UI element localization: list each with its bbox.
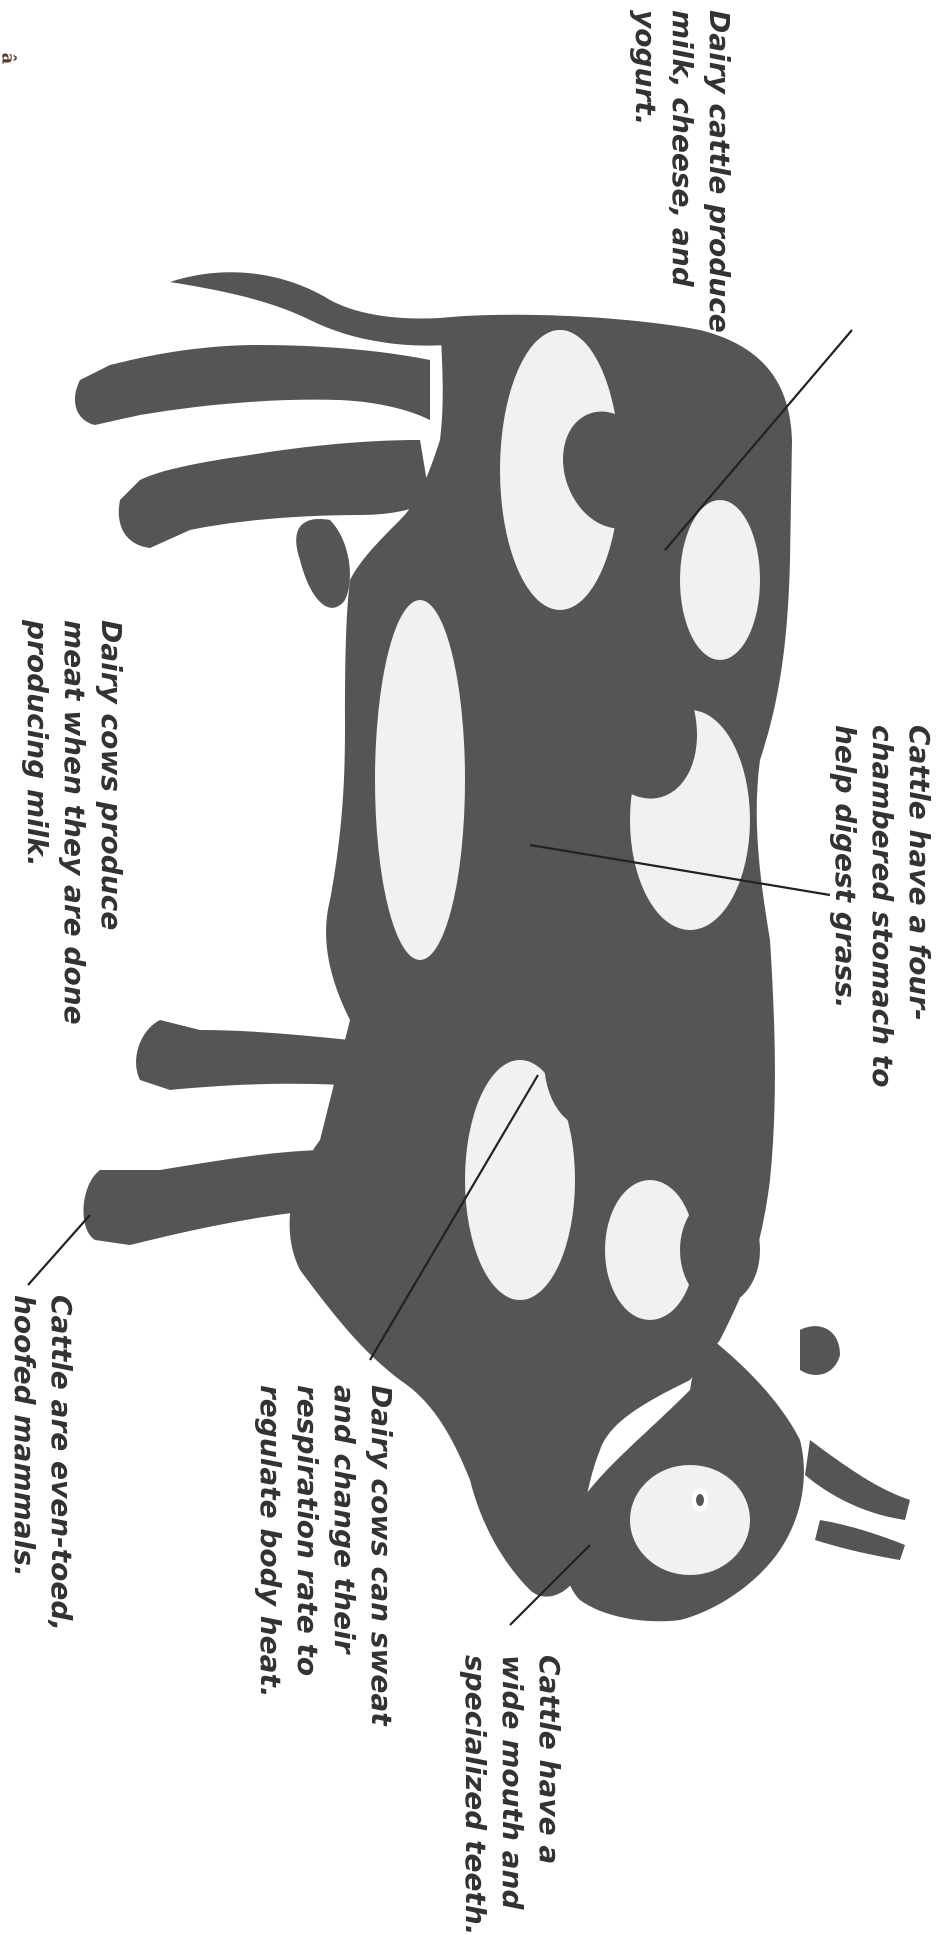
label-line: regulate body heat. [252,1385,289,1726]
cow-tail [170,272,445,345]
label-line: milk, cheese, and [664,10,701,333]
cow-ear [800,1326,840,1375]
cow-diagram: Dairy cattle produce milk, cheese, and y… [0,0,949,1895]
cow-spot [680,1195,760,1305]
label-stomach: Cattle have a four- chambered stomach to… [827,725,938,1087]
label-hooves: Cattle are even-toed, hoofed mammals. [6,1295,80,1631]
cow-front-leg-1 [136,1020,350,1090]
cow-light-patch [680,500,760,660]
label-line: hoofed mammals. [6,1295,43,1631]
corner-mark: â [0,53,18,65]
label-dairy-products: Dairy cattle produce milk, cheese, and y… [627,10,738,333]
leader-line-hooves [28,1215,90,1285]
label-line: meat when they are done [56,620,93,1025]
label-line: Dairy cattle produce [701,10,738,333]
label-meat: Dairy cows produce meat when they are do… [19,620,130,1025]
label-line: Dairy cows produce [93,620,130,1025]
cow-udder [296,519,350,608]
label-line: Cattle have a [531,1655,568,1935]
cow-light-patch [375,600,465,960]
label-line: producing milk. [19,620,56,1025]
cow-light-patch [630,1465,750,1575]
label-line: Cattle have a four- [901,725,938,1087]
label-line: specialized teeth. [457,1655,494,1935]
label-line: Cattle are even-toed, [43,1295,80,1631]
cow-hind-leg-2 [119,440,430,548]
cow-drawing [75,272,910,1621]
cow-illustration [0,0,949,1895]
label-line: chambered stomach to [864,725,901,1087]
cow-horn-2 [815,1520,905,1560]
label-line: Dairy cows can sweat [363,1385,400,1726]
label-line: yogurt. [627,10,664,333]
cow-horn [805,1440,910,1520]
cow-nostril [696,1494,704,1506]
label-line: respiration rate to [289,1385,326,1726]
label-line: wide mouth and [494,1655,531,1935]
label-line: help digest grass. [827,725,864,1087]
cow-hind-leg-1 [75,345,430,425]
label-sweat: Dairy cows can sweat and change their re… [252,1385,400,1726]
label-line: and change their [326,1385,363,1726]
label-mouth: Cattle have a wide mouth and specialized… [457,1655,568,1935]
